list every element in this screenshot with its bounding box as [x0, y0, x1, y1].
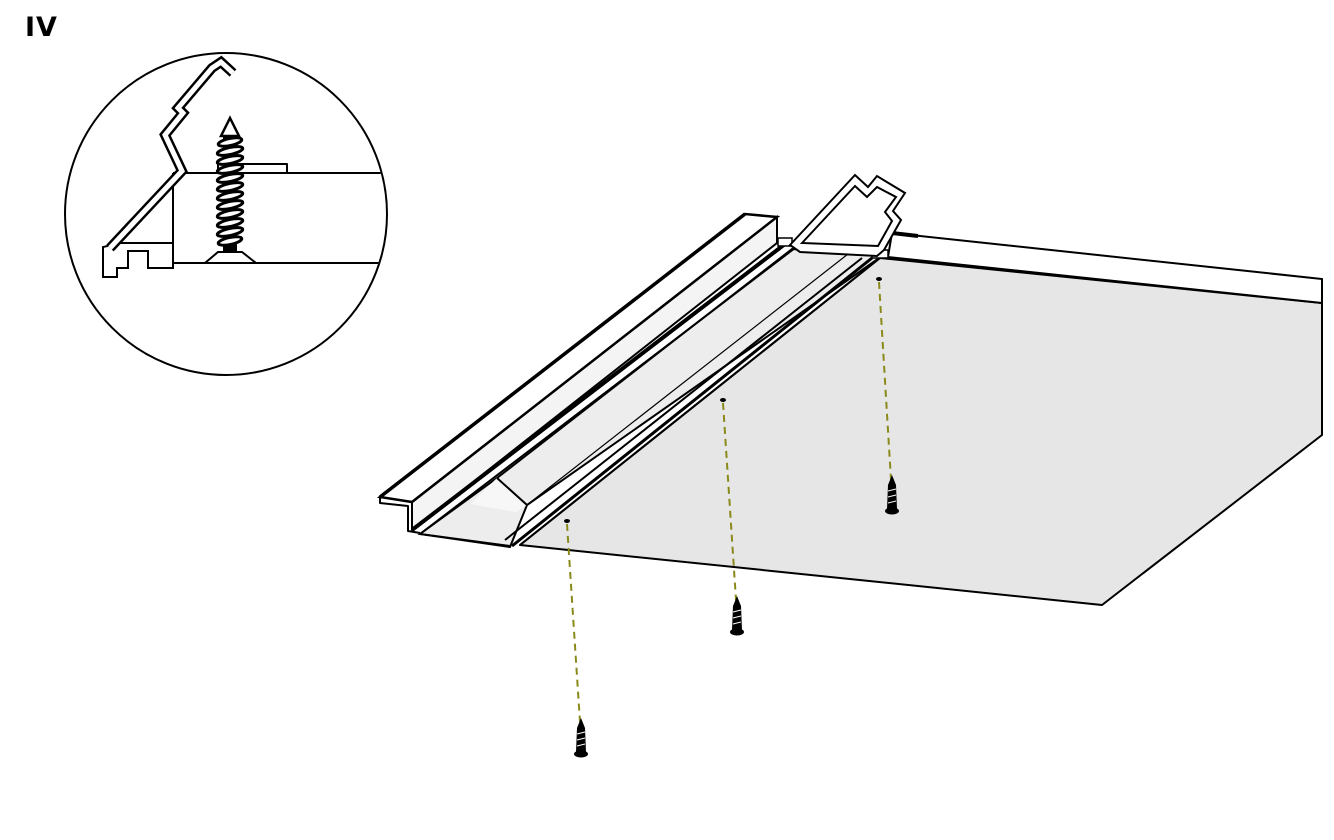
guide-line-2	[722, 402, 737, 601]
screw-2	[730, 596, 744, 636]
screw-3	[574, 718, 588, 758]
detail-inset	[64, 52, 388, 376]
rail-profile	[376, 173, 907, 549]
rail-end-section	[379, 497, 421, 534]
profile-arm-fill	[108, 58, 235, 250]
rail-channel-line-1	[410, 242, 787, 532]
guide-line-3	[566, 523, 581, 723]
rail-cross-section	[788, 173, 907, 258]
step-label: IV	[25, 12, 58, 43]
screw-hole-1	[876, 277, 882, 281]
panel-edge-shadow	[891, 231, 919, 238]
screw-1	[885, 475, 899, 515]
rail-channel-line-2	[504, 257, 863, 541]
guide-line-1	[878, 281, 892, 481]
screw-hole-2	[720, 398, 726, 402]
panel-edge-strip	[886, 231, 1323, 305]
screw-detail	[202, 115, 259, 264]
rail-end-cut	[496, 477, 528, 506]
screw-hole-3	[564, 519, 570, 523]
